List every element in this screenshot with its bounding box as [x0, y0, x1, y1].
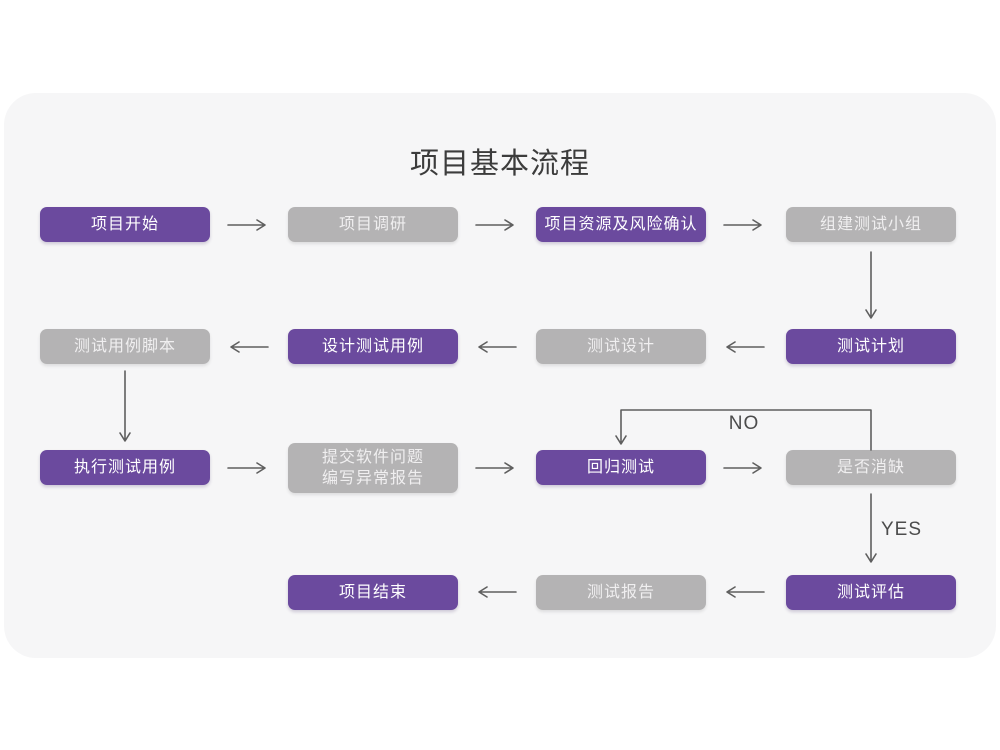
page-title: 项目基本流程 — [409, 148, 590, 180]
node-regression-test: 回归测试 — [536, 450, 706, 485]
node-test-case-scripts: 测试用例脚本 — [40, 329, 210, 364]
node-project-end: 项目结束 — [288, 575, 458, 610]
yes-branch-label: YES — [881, 519, 923, 540]
node-design-test-cases: 设计测试用例 — [288, 329, 458, 364]
node-submit-issue-report: 提交软件问题 编写异常报告 — [288, 443, 458, 493]
node-execute-test-cases: 执行测试用例 — [40, 450, 210, 485]
node-project-research: 项目调研 — [288, 207, 458, 242]
node-build-test-team: 组建测试小组 — [786, 207, 956, 242]
flowchart-card — [4, 93, 996, 658]
no-branch-label: NO — [728, 413, 760, 434]
node-test-evaluation: 测试评估 — [786, 575, 956, 610]
node-test-plan: 测试计划 — [786, 329, 956, 364]
node-defect-resolved: 是否消缺 — [786, 450, 956, 485]
node-test-report: 测试报告 — [536, 575, 706, 610]
node-test-design: 测试设计 — [536, 329, 706, 364]
node-resource-risk-confirm: 项目资源及风险确认 — [536, 207, 706, 242]
node-project-start: 项目开始 — [40, 207, 210, 242]
